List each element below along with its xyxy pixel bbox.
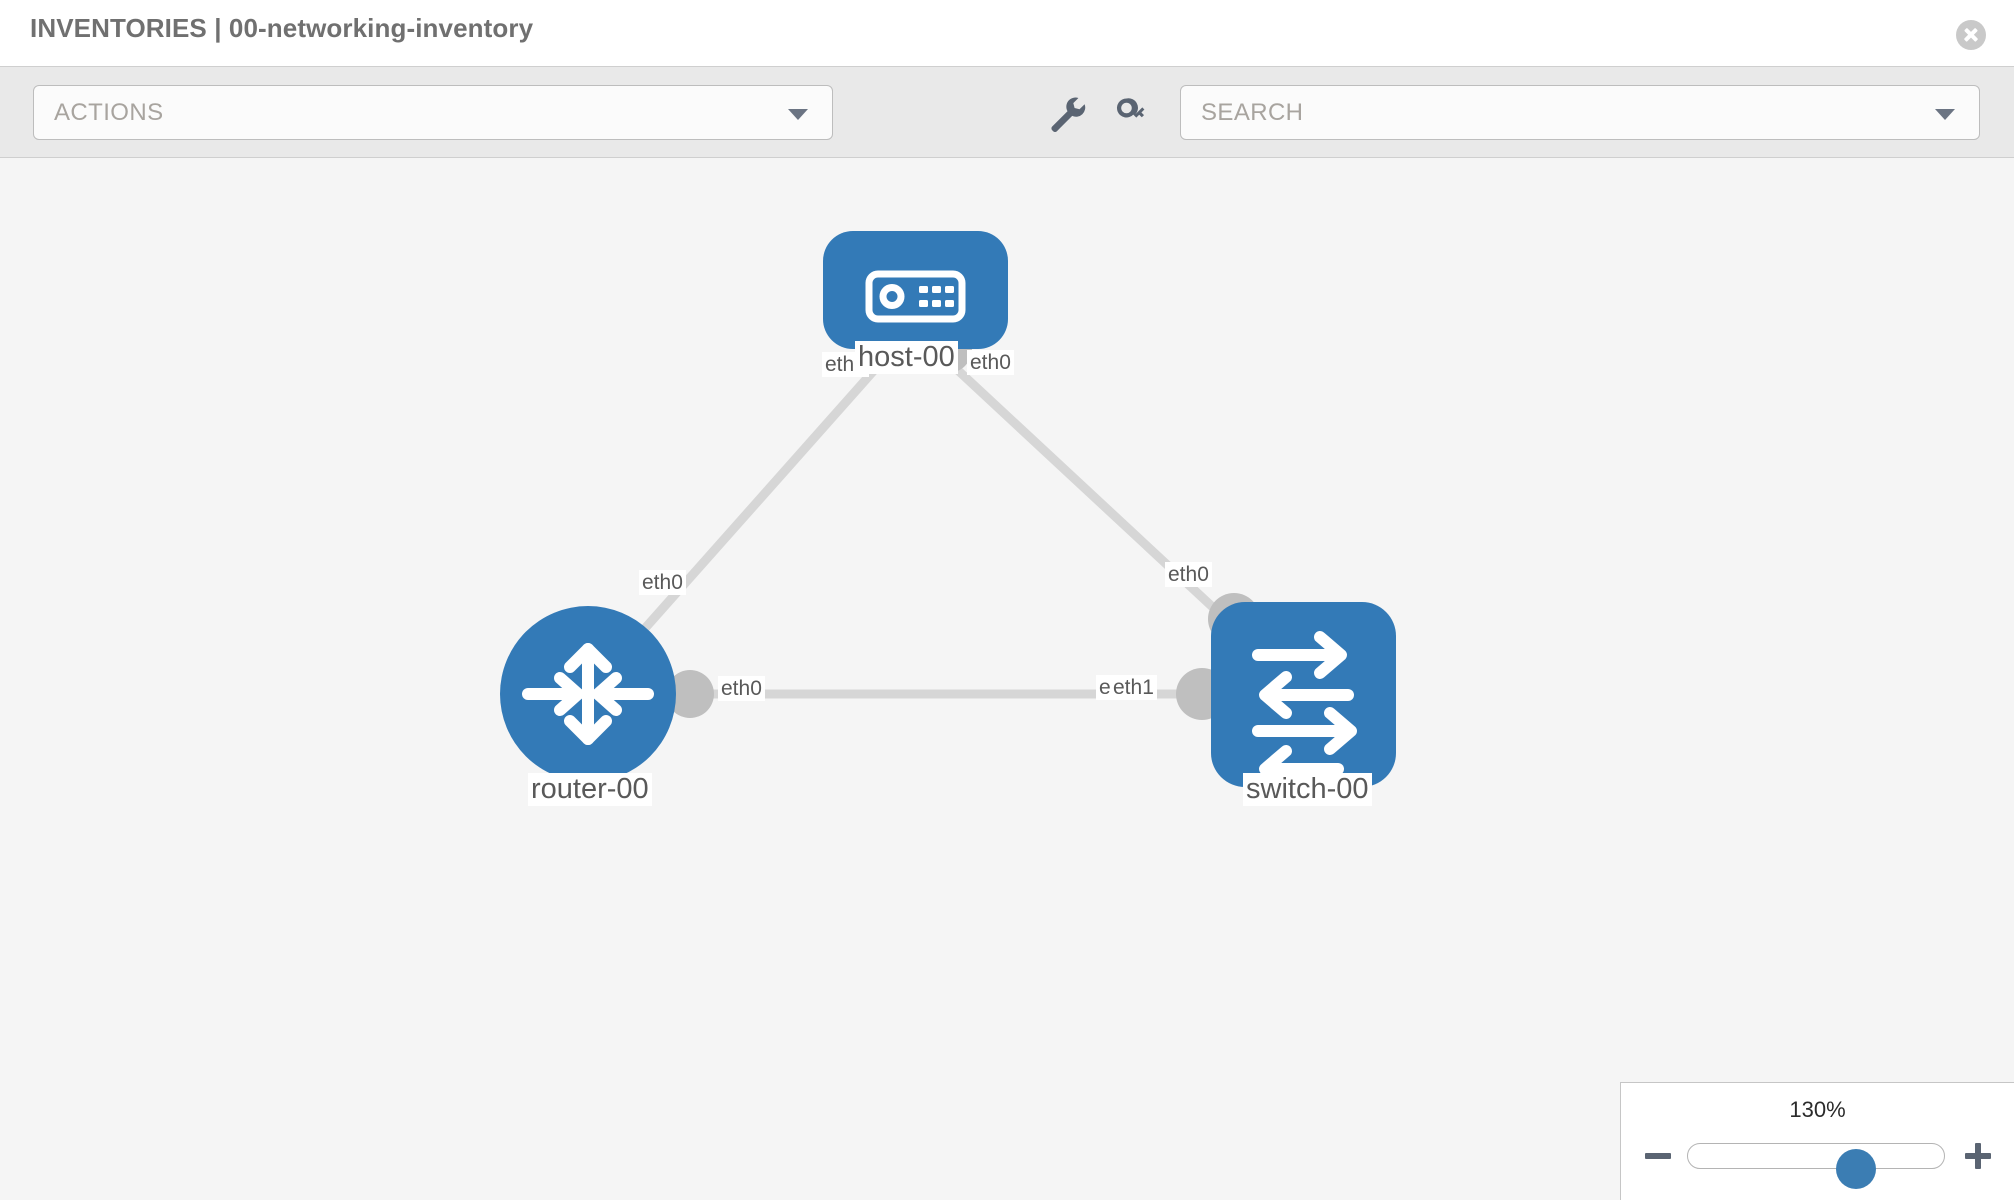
plus-icon-stroke-v <box>1975 1143 1981 1169</box>
search-placeholder: SEARCH <box>1201 99 1304 126</box>
minus-icon[interactable] <box>1641 1139 1675 1173</box>
minus-icon-stroke <box>1645 1153 1671 1159</box>
actions-dropdown[interactable]: ACTIONS <box>33 85 833 140</box>
wrench-icon[interactable] <box>1045 92 1087 134</box>
topology-graph <box>500 231 1396 793</box>
zoom-level-label: 130% <box>1789 1097 1846 1122</box>
iface-label-switch-up: eth0 <box>1165 562 1212 587</box>
iface-label-host-right: eth0 <box>967 350 1014 375</box>
topology-canvas[interactable]: eth0 host-00 eth0 eth0 eth0 eth0 eth eth… <box>0 159 2014 1200</box>
node-label-router-00: router-00 <box>528 773 652 806</box>
search-input[interactable]: SEARCH <box>1180 85 1980 140</box>
iface-label-router-up: eth0 <box>639 570 686 595</box>
zoom-slider-row <box>1621 1131 2014 1189</box>
zoom-control-panel: 130% <box>1620 1082 2014 1200</box>
router-icon <box>522 643 654 745</box>
edge-host-router <box>595 344 898 684</box>
actions-dropdown-label: ACTIONS <box>54 99 164 126</box>
zoom-slider[interactable] <box>1687 1143 1945 1189</box>
host-icon <box>865 270 966 323</box>
node-switch-00 <box>1211 602 1396 793</box>
node-label-switch-00: switch-00 <box>1243 773 1372 806</box>
node-host-00 <box>823 231 1008 349</box>
iface-label-switch-left: eth1 <box>1110 675 1157 700</box>
iface-label-router-right: eth0 <box>718 676 765 701</box>
titlebar: INVENTORIES | 00-networking-inventory <box>0 0 2014 66</box>
page-title: INVENTORIES | 00-networking-inventory <box>30 13 534 43</box>
toolbar: ACTIONS SEARCH <box>0 66 2014 158</box>
node-router-00 <box>500 606 676 782</box>
close-icon[interactable] <box>1956 20 1986 50</box>
key-icon[interactable] <box>1111 92 1153 134</box>
plus-icon[interactable] <box>1961 1139 1995 1173</box>
chevron-down-icon <box>1935 109 1955 120</box>
chevron-down-icon <box>788 109 808 120</box>
node-label-host-00: host-00 <box>855 341 958 374</box>
edge-layer <box>595 344 1295 699</box>
connector-layer <box>578 325 1260 720</box>
zoom-slider-thumb[interactable] <box>1836 1149 1876 1189</box>
connector-router-right <box>666 670 714 718</box>
